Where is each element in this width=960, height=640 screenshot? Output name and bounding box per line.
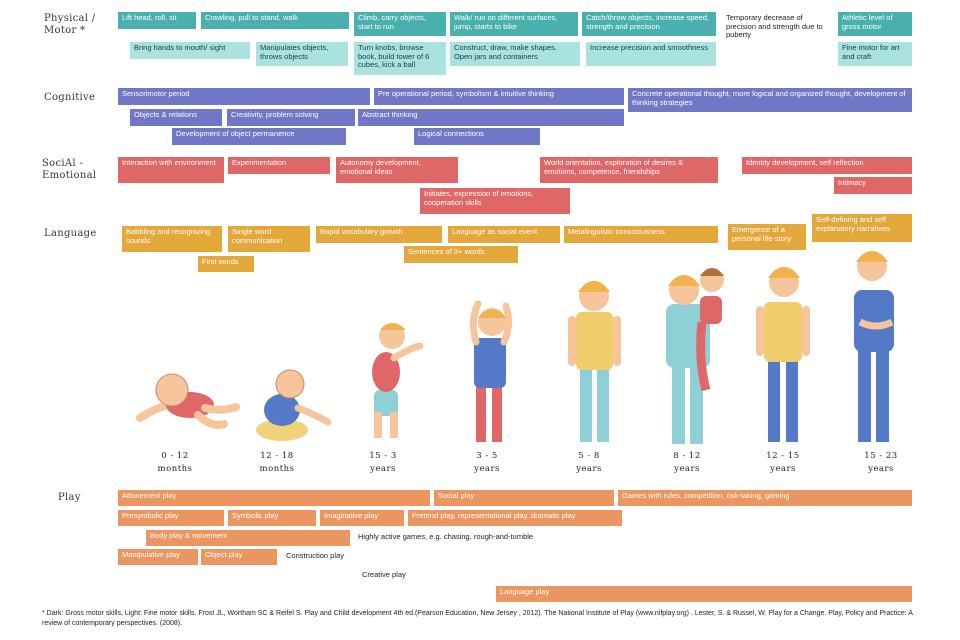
- play-note: Construction play: [286, 551, 344, 560]
- row-label-social: SociAl - Emotional: [42, 158, 97, 181]
- motor-bar-gross: Walk/ run on different surfaces, jump, s…: [450, 12, 578, 36]
- social-bar: Initiates, expression of emotions, coope…: [420, 188, 570, 214]
- toddler-sitting-figure: [256, 369, 332, 441]
- language-bar: Rapid vocabulary growth: [316, 226, 442, 243]
- teen-12-15-figure: [756, 267, 810, 442]
- play-note: Creative play: [362, 570, 406, 579]
- motor-bar-gross: Catch/throw objects, increase speed, str…: [582, 12, 716, 36]
- motor-bar-fine: Bring hands to mouth/ sight: [130, 42, 250, 59]
- toddler-walking-figure: [372, 323, 424, 438]
- motor-bar-fine: Construct, draw, make shapes. Open jars …: [450, 42, 580, 66]
- child-3-5-figure: [469, 300, 513, 442]
- language-bar: First words: [198, 256, 254, 272]
- row-label-physical: Physical / Motor *: [44, 13, 96, 36]
- play-note: Highly active games, e.g. chasing, rough…: [358, 532, 534, 541]
- row-label-cognitive: Cognitive: [44, 92, 96, 103]
- row-label-language: Language: [44, 228, 97, 239]
- play-bar: Pretend play, representational play, dra…: [408, 510, 622, 526]
- infant-crawling-figure: [136, 373, 240, 429]
- motor-bar-gross: Crawling, pull to stand, walk: [201, 12, 349, 29]
- language-bar: Sentences of 3+ words: [404, 246, 518, 263]
- play-bar: Games with rules, competition, risk-taki…: [618, 490, 912, 506]
- child-5-8-figure: [568, 281, 621, 442]
- cognitive-bar: Abstract thinking: [358, 109, 624, 126]
- social-bar: Interaction with environment: [118, 157, 224, 183]
- young-adult-15-23-figure: [854, 251, 894, 442]
- motor-bar-fine: Increase precision and smoothness: [586, 42, 716, 66]
- cognitive-bar: Sensorimotor period: [118, 88, 370, 105]
- play-bar: Presymbolic play: [118, 510, 224, 526]
- cognitive-bar: Concrete operational thought, more logic…: [628, 88, 912, 112]
- motor-bar-fine: Fine motor for art and craft: [838, 42, 912, 66]
- cognitive-bar: Development of object permanence: [172, 128, 346, 145]
- language-bar: Metalinguistic consciousness: [564, 226, 718, 243]
- language-bar: Emergence of a personal life-story: [728, 224, 806, 250]
- social-bar: Experimentation: [228, 157, 330, 174]
- play-bar: Imaginative play: [320, 510, 404, 526]
- motor-bar-fine: Manipulates objects, throws objects: [256, 42, 348, 66]
- social-bar: Autonomy development, emotional ideas: [336, 157, 458, 183]
- cognitive-bar: Creativity, problem solving: [227, 109, 355, 126]
- play-bar: Attunement play: [118, 490, 430, 506]
- motor-note-puberty: Temporary decrease of precision and stre…: [726, 13, 823, 40]
- motor-bar-gross: Athletic level of gross motor: [838, 12, 912, 36]
- language-bar: Self-defining and self explanatory narra…: [812, 214, 912, 242]
- language-bar: Language as social event: [448, 226, 560, 243]
- footnote-references: * Dark: Gross motor skills, Light: Fine …: [42, 610, 913, 628]
- row-label-play: Play: [58, 492, 81, 503]
- language-bar: Babbling and recognizing sounds: [122, 226, 222, 252]
- play-bar: Object play: [201, 549, 277, 565]
- cognitive-bar: Logical connections: [414, 128, 540, 145]
- cognitive-bar: Pre operational period, symbolism & intu…: [374, 88, 624, 105]
- play-bar: Manipulative play: [118, 549, 198, 565]
- social-bar: Identity development, self reflection: [742, 157, 912, 174]
- cognitive-bar: Objects & relations: [130, 109, 222, 126]
- play-bar: Body play & movement: [146, 530, 350, 546]
- play-bar: Symbolic play: [228, 510, 316, 526]
- social-bar: Intimacy: [834, 177, 912, 194]
- play-bar: Social play: [434, 490, 614, 506]
- social-bar: World orientation, exploration of desire…: [540, 157, 718, 183]
- motor-bar-fine: Turn knobs, browse book, build tower of …: [354, 42, 446, 75]
- language-bar: Single word communication: [228, 226, 310, 252]
- motor-bar-gross: Lift head, roll, sit: [118, 12, 196, 29]
- play-bar: Language play: [496, 586, 912, 602]
- motor-bar-gross: Climb, carry objects, start to run: [354, 12, 446, 36]
- children-8-12-figure: [666, 268, 724, 444]
